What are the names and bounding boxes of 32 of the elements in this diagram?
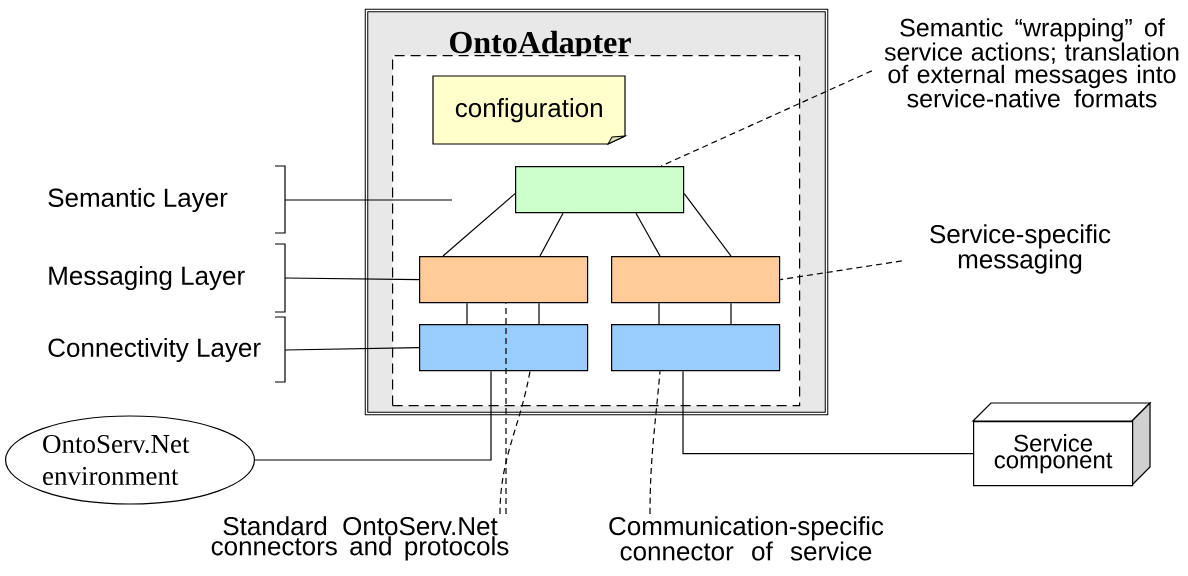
connector-line — [658, 302, 660, 325]
connector-line — [442, 193, 516, 257]
messaging-box — [419, 256, 589, 304]
leader-line — [505, 302, 507, 515]
box-title: OntoAdapter — [450, 30, 631, 60]
messaging-box — [611, 256, 781, 304]
annotation-text: Communication-specific connector of service — [609, 516, 884, 561]
annotation-text: Service-specific messaging — [930, 224, 1111, 274]
annotation-text: Semantic “wrapping” of service actions; translation of external messages into service-native formats — [884, 18, 1179, 108]
semantic-box — [515, 166, 685, 214]
connectivity-box — [611, 324, 781, 372]
layer-label: Connectivity Layer — [48, 337, 261, 363]
connector-line — [682, 370, 974, 455]
leader-line — [499, 370, 531, 515]
connector-line — [254, 370, 492, 461]
layer-label: Semantic Layer — [48, 187, 228, 213]
leader-line — [649, 370, 661, 515]
annotation-text: Standard OntoServ.Net connectors and protocols — [211, 516, 509, 561]
connector-line — [730, 302, 732, 325]
leader-line — [284, 199, 453, 201]
leader-line — [284, 277, 420, 281]
connector-line — [635, 212, 661, 257]
leader-line — [779, 260, 903, 281]
connector-line — [466, 302, 468, 325]
connectivity-box — [419, 324, 589, 372]
leader-line — [660, 70, 873, 167]
connector-line — [538, 302, 540, 325]
connector-line — [683, 193, 732, 257]
note-box: configuration — [432, 75, 626, 145]
layer-label: Messaging Layer — [49, 265, 245, 291]
connector-line — [539, 212, 564, 257]
leader-line — [284, 347, 420, 351]
